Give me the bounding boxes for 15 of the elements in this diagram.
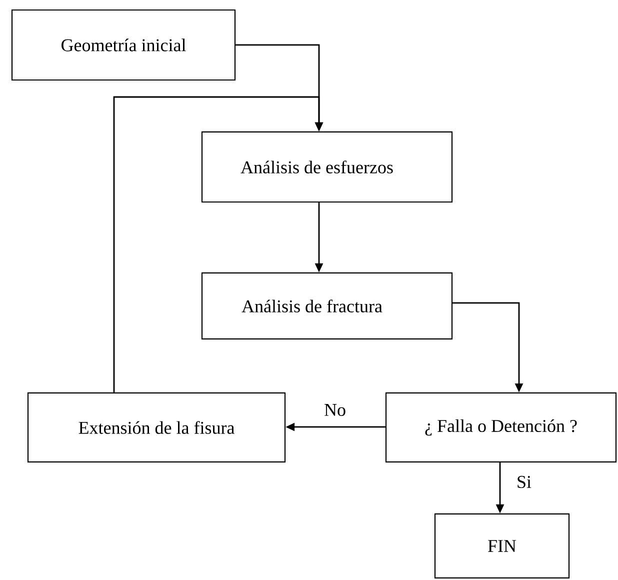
- process-box: [385, 392, 617, 463]
- process-box: [201, 272, 453, 340]
- box-text: Geometría inicial: [62, 38, 186, 52]
- box-text: Análisis de esfuerzos: [240, 160, 393, 174]
- arrow: [113, 96, 324, 392]
- box-text: ¿ Falla o Detención ?: [425, 419, 577, 436]
- process-box: [201, 131, 453, 203]
- process-box: [434, 513, 570, 579]
- box-text: Extensión de la fisura: [78, 421, 234, 434]
- edge-label: No: [323, 403, 347, 417]
- edge-label: Si: [516, 474, 532, 490]
- process-box: [11, 9, 236, 81]
- box-text: FIN: [488, 540, 516, 552]
- box-text: Análisis de fractura: [242, 300, 382, 312]
- process-box: [27, 392, 286, 463]
